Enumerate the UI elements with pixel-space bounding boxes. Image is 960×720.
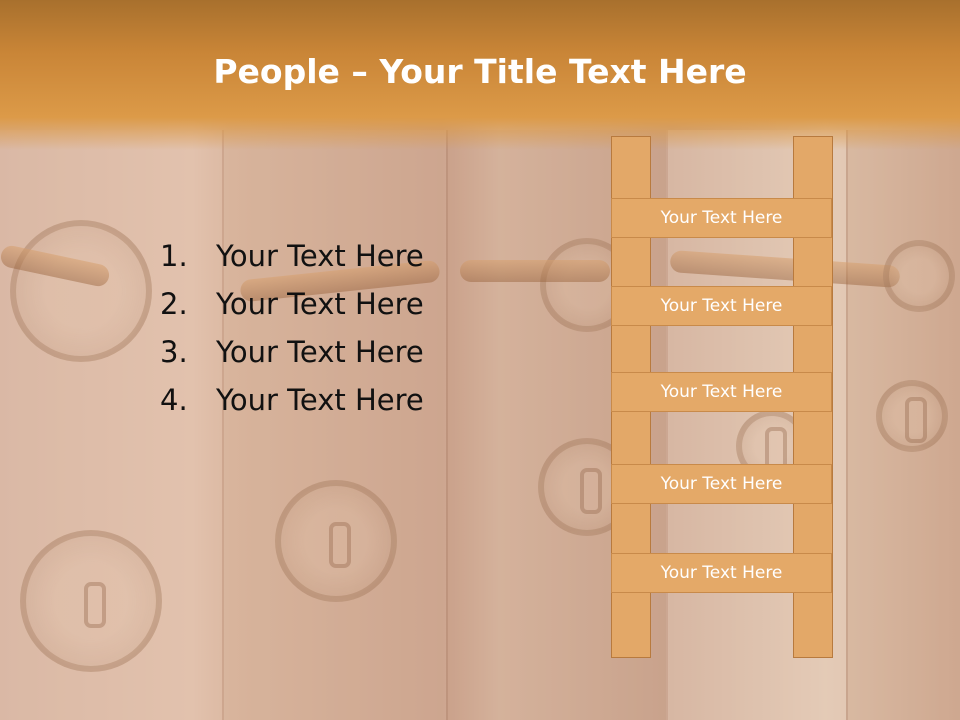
keyhole-plate — [20, 530, 162, 672]
keyhole-plate — [275, 480, 397, 602]
door-handle — [460, 260, 610, 282]
ladder-rung-2: Your Text Here — [611, 286, 832, 326]
ladder-rung-3: Your Text Here — [611, 372, 832, 412]
keyhole-plate — [876, 380, 948, 452]
list-item: 4. Your Text Here — [160, 376, 424, 424]
ladder-graphic: Your Text Here Your Text Here Your Text … — [611, 136, 833, 658]
ladder-rung-1: Your Text Here — [611, 198, 832, 238]
list-item-number: 4. — [160, 383, 188, 417]
slide-title: People – Your Title Text Here — [0, 52, 960, 91]
keyhole — [329, 522, 351, 568]
list-item-text: Your Text Here — [216, 383, 424, 417]
door-panel — [222, 130, 448, 720]
keyhole — [84, 582, 106, 628]
ladder-rung-4: Your Text Here — [611, 464, 832, 504]
ladder-rung-5: Your Text Here — [611, 553, 832, 593]
keyhole — [905, 397, 927, 443]
list-item-number: 3. — [160, 335, 188, 369]
title-rest-text: – Your Title Text Here — [339, 52, 747, 91]
door-rosette — [10, 220, 152, 362]
list-item-number: 2. — [160, 287, 188, 321]
title-bold-text: People — [213, 52, 340, 91]
list-item-text: Your Text Here — [216, 239, 424, 273]
list-item-text: Your Text Here — [216, 287, 424, 321]
list-item: 3. Your Text Here — [160, 328, 424, 376]
door-rosette — [883, 240, 955, 312]
list-item: 2. Your Text Here — [160, 280, 424, 328]
numbered-list: 1. Your Text Here 2. Your Text Here 3. Y… — [160, 232, 424, 424]
title-bar — [0, 0, 960, 150]
list-item-text: Your Text Here — [216, 335, 424, 369]
list-item-number: 1. — [160, 239, 188, 273]
list-item: 1. Your Text Here — [160, 232, 424, 280]
keyhole — [580, 468, 602, 514]
